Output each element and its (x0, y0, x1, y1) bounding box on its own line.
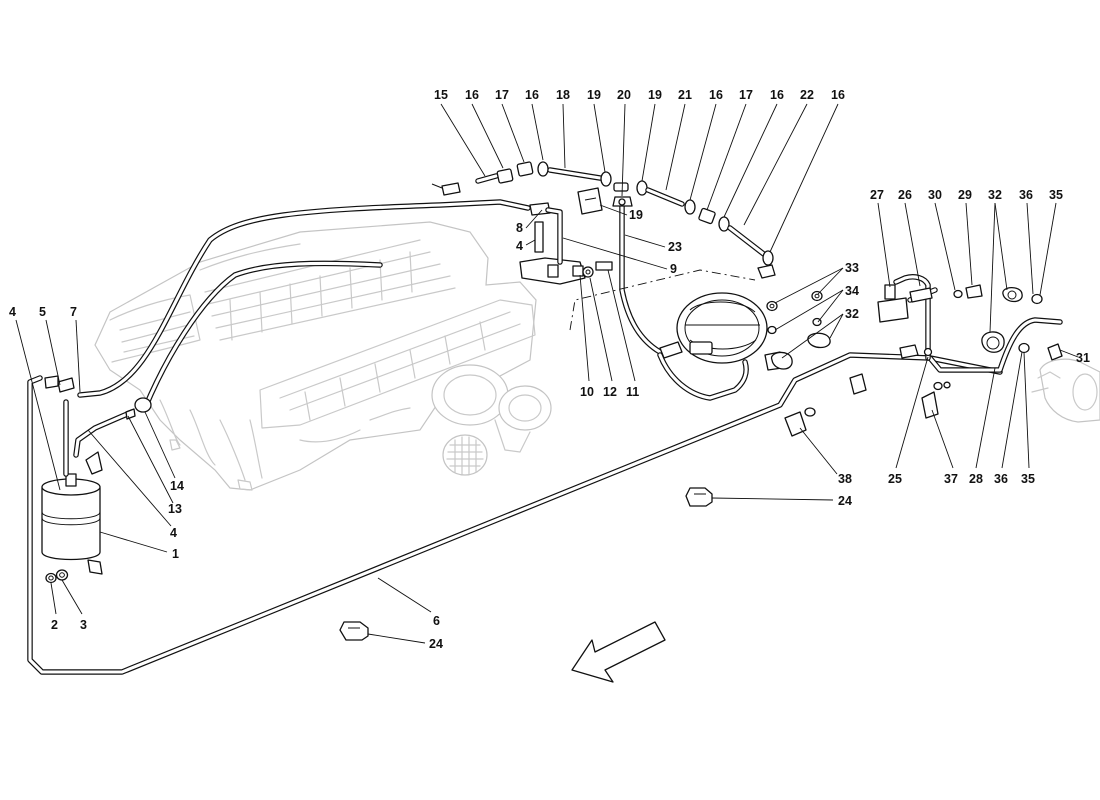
clip-38 (784, 373, 867, 437)
callout-1: 1 (172, 547, 179, 561)
callout-16: 16 (525, 88, 539, 102)
callout-16: 16 (831, 88, 845, 102)
callout-20: 20 (617, 88, 631, 102)
clamps-32-36-35 (981, 286, 1063, 361)
callout-17: 17 (495, 88, 509, 102)
intake-connector-ghost (1031, 358, 1100, 423)
callout-36: 36 (1019, 188, 1033, 202)
engine-intake-manifold-ghost (94, 221, 552, 491)
mounting-clip-24-low (339, 621, 369, 641)
callout-28: 28 (969, 472, 983, 486)
callout-32: 32 (845, 307, 859, 321)
callout-9: 9 (670, 262, 677, 276)
callout-17: 17 (739, 88, 753, 102)
washers-33-34 (766, 290, 831, 349)
callout-12: 12 (603, 385, 617, 399)
callout-38: 38 (838, 472, 852, 486)
callout-numbers: 15 16 17 16 18 19 20 19 21 16 17 16 22 1… (9, 88, 1090, 651)
callout-11: 11 (626, 385, 639, 399)
callout-32: 32 (988, 188, 1002, 202)
brake-servo (659, 292, 793, 371)
callout-31: 31 (1076, 351, 1090, 365)
callout-33: 33 (845, 261, 859, 275)
callout-leader-lines (15, 103, 1079, 644)
callout-18: 18 (556, 88, 570, 102)
callout-4: 4 (170, 526, 177, 540)
callout-26: 26 (898, 188, 912, 202)
callout-21: 21 (678, 88, 692, 102)
callout-16: 16 (770, 88, 784, 102)
top-hose-chain (475, 161, 776, 279)
callout-4: 4 (9, 305, 16, 319)
callout-3: 3 (80, 618, 87, 632)
callout-16: 16 (709, 88, 723, 102)
callout-7: 7 (70, 305, 77, 319)
callout-35: 35 (1021, 472, 1035, 486)
washers-2-3 (45, 569, 69, 584)
callout-19: 19 (629, 208, 643, 222)
callout-2: 2 (51, 618, 58, 632)
solenoid-valve-assembly (431, 182, 613, 285)
callout-19: 19 (587, 88, 601, 102)
callout-23: 23 (668, 240, 682, 254)
callout-34: 34 (845, 284, 859, 298)
check-valve-14 (125, 397, 152, 420)
front-direction-arrow (571, 621, 666, 683)
callout-15: 15 (434, 88, 448, 102)
callout-37: 37 (944, 472, 958, 486)
callout-24: 24 (429, 637, 443, 651)
callout-24: 24 (838, 494, 852, 508)
vacuum-line-main (27, 199, 1063, 675)
callout-30: 30 (928, 188, 942, 202)
callout-36: 36 (994, 472, 1008, 486)
callout-13: 13 (168, 502, 182, 516)
callout-10: 10 (580, 385, 594, 399)
callout-4: 4 (516, 239, 523, 253)
callout-14: 14 (170, 479, 184, 493)
solenoid-valve-27 (877, 284, 983, 419)
callout-16: 16 (465, 88, 479, 102)
callout-29: 29 (958, 188, 972, 202)
callout-6: 6 (433, 614, 440, 628)
callout-25: 25 (888, 472, 902, 486)
mounting-clip-24-mid (685, 487, 713, 507)
callout-19: 19 (648, 88, 662, 102)
callout-5: 5 (39, 305, 46, 319)
callout-27: 27 (870, 188, 884, 202)
vacuum-reservoir-tank (41, 375, 103, 575)
callout-22: 22 (800, 88, 814, 102)
callout-35: 35 (1049, 188, 1063, 202)
callout-8: 8 (516, 221, 523, 235)
